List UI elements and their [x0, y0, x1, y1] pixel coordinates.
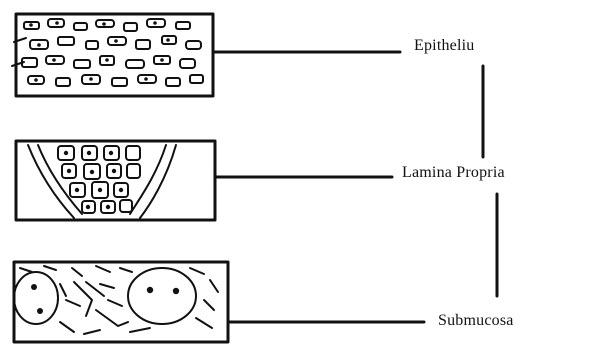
epithelium-illustration — [12, 14, 213, 96]
submucosa-illustration — [14, 262, 228, 342]
submucosa-cell-left — [14, 272, 58, 324]
submucosa-label: Submucosa — [438, 312, 514, 330]
lamina-propria-label: Lamina Propria — [402, 164, 505, 182]
epithelium-label: Epitheliu — [414, 37, 474, 55]
submucosa-cell-right — [128, 268, 196, 324]
lamina-propria-illustration — [16, 141, 215, 220]
connector-lines — [213, 52, 497, 322]
